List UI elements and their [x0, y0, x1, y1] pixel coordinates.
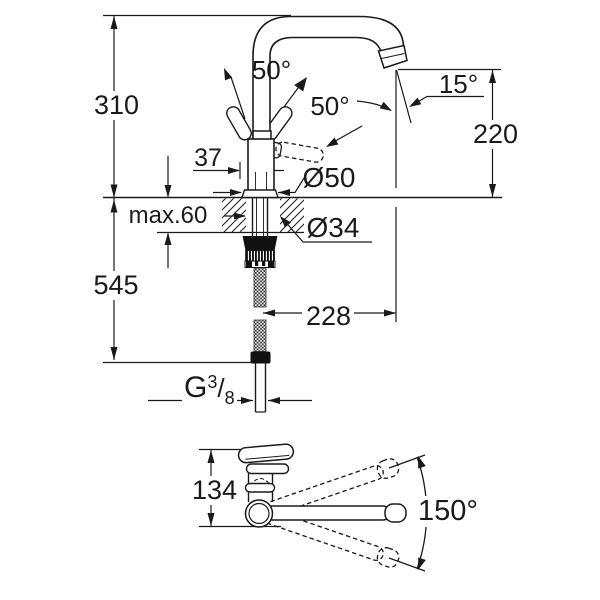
- hose-connector-nut: [250, 351, 271, 364]
- base-flange: [241, 189, 279, 199]
- top-view-arrowheads: [207, 450, 426, 570]
- swivel-angle-line-lower: [388, 557, 426, 572]
- thread-prefix: G: [184, 371, 208, 404]
- dim-lever-angle-side-label: 50°: [310, 91, 350, 121]
- spout-top-view: [258, 505, 391, 521]
- spout-tube-fill: [253, 16, 404, 140]
- thread-numerator: 3: [207, 372, 218, 392]
- dim-shank-diameter-label: Ø34: [306, 212, 360, 243]
- dim-base-diameter-label: Ø50: [302, 162, 356, 193]
- counter-hatch: [222, 198, 304, 232]
- supply-hose: [250, 267, 271, 413]
- dim-overall-height-label: 545: [90, 271, 142, 300]
- lever-handle-side-position-dashed: [275, 141, 325, 163]
- body-bar-top-view: [245, 463, 290, 475]
- body-collar-top-view: [244, 482, 276, 493]
- dim-outlet-angle-label: 15°: [438, 69, 479, 99]
- spout-outlet-aerator: [377, 44, 408, 69]
- thread-size-label: G3/8: [182, 372, 237, 408]
- dim-body-depth-label: 134: [190, 475, 239, 505]
- dim-max-deck-thickness-label: max.60: [128, 202, 208, 229]
- outlet-angle-line: [395, 69, 412, 124]
- faucet-body: [247, 138, 275, 192]
- dim-spout-reach-label: 228: [303, 302, 354, 331]
- faucet-top-view: [199, 443, 428, 572]
- lever-left-angle-line: [230, 76, 246, 120]
- faucet-front-view: [226, 15, 408, 413]
- swivel-angle-line-upper: [388, 454, 426, 469]
- dim-height-above-deck-label: 310: [92, 90, 140, 120]
- mounting-hardware: [242, 236, 278, 268]
- spout-tube-outer-wall: [252, 15, 405, 140]
- dim-swivel-range-label: 150°: [409, 496, 487, 527]
- mounting-shank: [251, 198, 269, 236]
- thread-slash: /: [217, 373, 225, 403]
- dim-outlet-height-label: 220: [470, 120, 521, 149]
- dim-handle-offset-label: 37: [194, 144, 222, 172]
- spout-tube-inner-wall: [269, 36, 382, 140]
- spout-aerator-top-view: [384, 503, 407, 523]
- thread-denominator: 8: [224, 388, 235, 408]
- lever-top-view: [237, 443, 295, 464]
- dim-lever-angle-front-label: 50°: [251, 55, 292, 85]
- lever-handle-front-position: [226, 106, 252, 141]
